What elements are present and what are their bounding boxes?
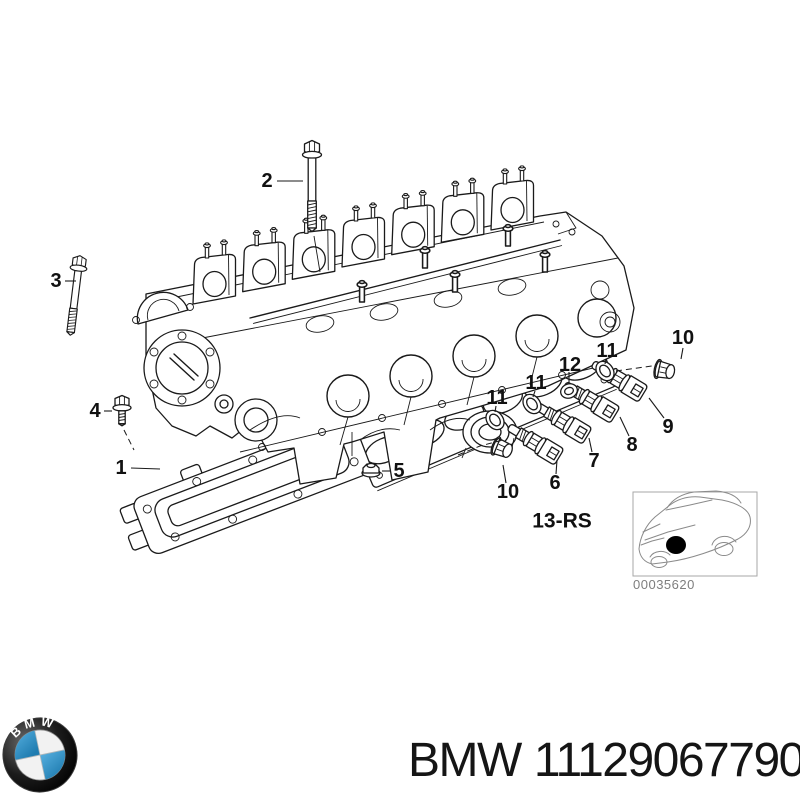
callout-4: 4 [89,400,101,422]
leader-lines [65,180,684,484]
plug-10-upper [651,358,677,383]
callout-9: 9 [662,416,673,438]
callout-11a: 11 [596,340,617,362]
bolt-3 [61,254,89,337]
callout-10-lower: 10 [497,481,519,503]
callout-3: 3 [50,270,61,292]
bolt-4 [112,394,135,451]
thumbnail-frame [632,491,758,577]
assembly-dash-upper [615,365,653,372]
callout-10-upper: 10 [672,327,694,349]
callout-11c: 11 [486,387,507,409]
bmw-logo-icon: BMW [2,716,78,793]
vehicle-thumbnail: 00035620 [632,490,758,592]
callout-2: 2 [261,170,272,192]
cylinder-head [132,166,635,485]
bolt-2 [301,139,323,273]
callout-11b: 11 [525,372,546,394]
part-location-dot [666,536,686,554]
callout-12: 12 [559,354,581,376]
car-icon [638,490,751,568]
callout-7: 7 [588,450,599,472]
thumbnail-code: 00035620 [633,577,695,592]
assembly-dash-lower [457,439,504,456]
callout-labels: 1 2 3 4 5 6 7 8 9 10 10 11 11 11 12 13-R… [50,170,694,533]
part-number: 11129067790 [533,734,800,787]
section-code-label: 13-RS [532,510,592,533]
callout-6: 6 [549,472,560,494]
parts-diagram: 1 2 3 4 5 6 7 8 9 10 10 11 11 11 12 13-R… [50,139,758,592]
brand-name: BMW [408,734,522,787]
callout-8: 8 [626,434,637,456]
nut-5 [361,462,381,478]
callout-5: 5 [393,460,404,482]
callout-1: 1 [115,457,126,479]
